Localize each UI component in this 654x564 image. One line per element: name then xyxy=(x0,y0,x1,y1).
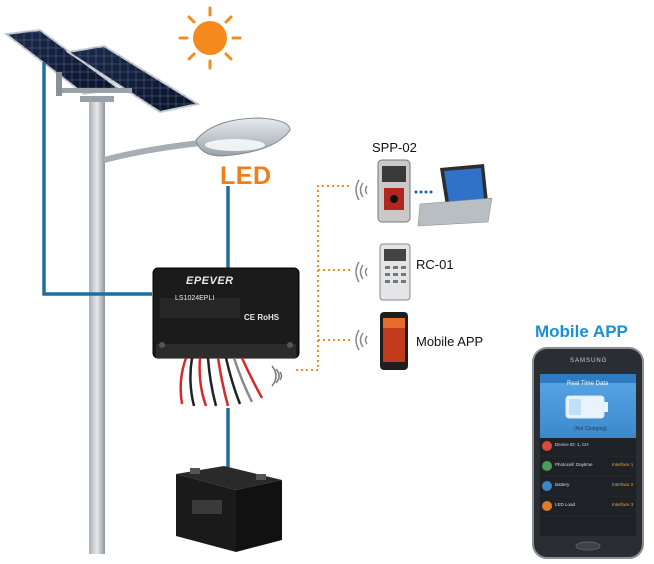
sun-icon xyxy=(178,6,242,70)
mobile-app-title: Mobile APP xyxy=(535,322,628,341)
phone-row-value: Interface 2 xyxy=(612,482,634,487)
phone-brand: SAMSUNG xyxy=(570,358,608,364)
mobile-device xyxy=(380,312,408,370)
phone-screen-title: Real Time Data xyxy=(567,381,609,387)
battery-icon xyxy=(565,395,608,419)
phone-row-name: LED Load xyxy=(555,502,576,507)
controller-ce-mark: CE RoHS xyxy=(244,313,280,322)
wireless-icon xyxy=(355,329,368,351)
rc-01-label: RC-01 xyxy=(416,257,454,272)
wireless-icon xyxy=(355,261,368,283)
controller-model: LS1024EPLI xyxy=(175,295,215,302)
spp-02-label: SPP-02 xyxy=(372,140,417,155)
led-lamp xyxy=(195,117,291,157)
app-list xyxy=(542,441,634,517)
wireless-links xyxy=(296,185,352,371)
phone-row-value: Interface 3 xyxy=(612,502,634,507)
dots xyxy=(414,190,433,194)
wireless-icon xyxy=(355,179,368,201)
mobile-app-label: Mobile APP xyxy=(416,334,484,349)
wireless-icon xyxy=(271,365,283,387)
battery xyxy=(176,466,282,552)
smartphone xyxy=(532,347,644,559)
solar-panels xyxy=(3,28,201,114)
phone-row-value: Interface 1 xyxy=(612,462,634,467)
led-label: LED xyxy=(220,162,272,190)
controller-wires xyxy=(179,357,264,407)
spp-02-device xyxy=(377,159,411,223)
controller-brand: EPEVER xyxy=(186,275,234,287)
phone-row-name: Battery xyxy=(555,482,570,487)
phone-status: (Not Charging) xyxy=(574,426,607,432)
phone-row-name: Photocell: Daytime xyxy=(555,462,593,467)
phone-row-name: Device ID: 1, CH xyxy=(555,442,589,447)
connector-lines xyxy=(42,62,230,468)
rc-01-device xyxy=(379,243,411,301)
laptop xyxy=(417,164,493,227)
